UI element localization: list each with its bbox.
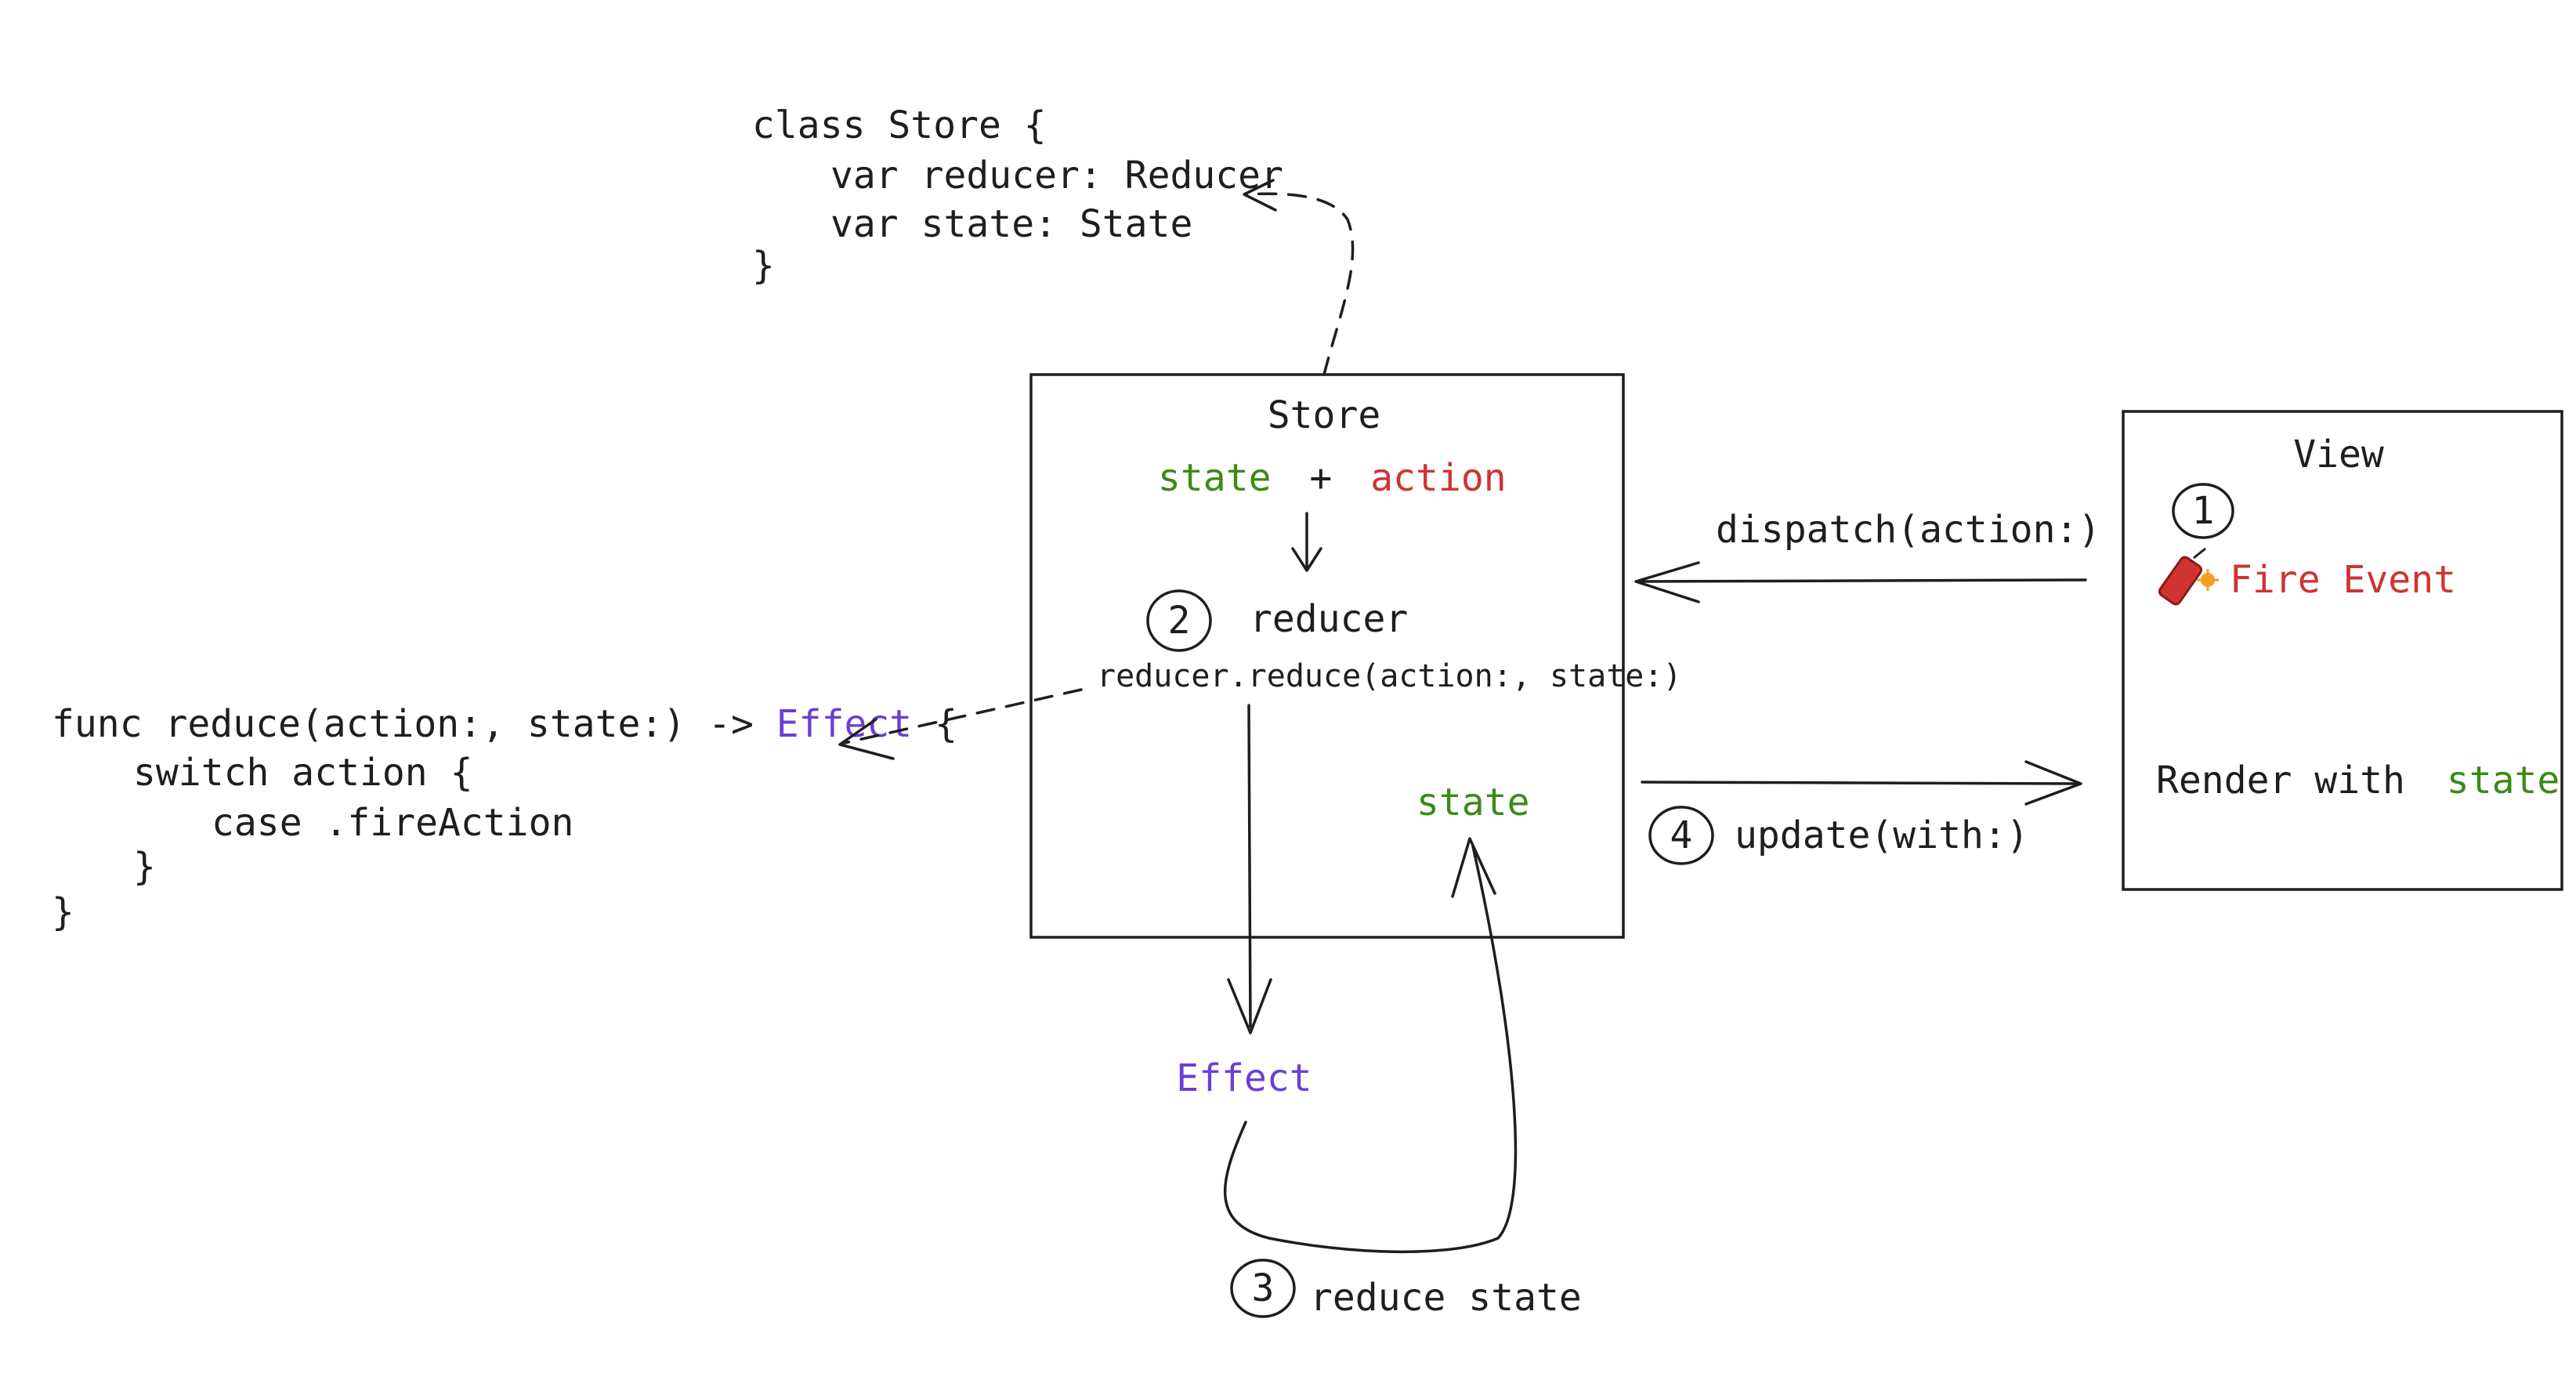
step-1-number: 1: [2192, 489, 2215, 533]
reduce-state-label: reduce state: [1310, 1276, 1582, 1320]
reduce-code-line-4: }: [133, 845, 156, 889]
fire-event-label: Fire Event: [2230, 558, 2456, 602]
reducer-label: reducer: [1250, 597, 1408, 641]
store-code-line-2: var reducer: Reducer: [830, 154, 1283, 197]
store-to-class-dashed-arrow: [1243, 179, 1355, 376]
step-2-number: 2: [1168, 599, 1191, 643]
step-1-circle: [2172, 483, 2234, 539]
store-title: Store: [1268, 393, 1381, 437]
store-code-line-1: class Store {: [752, 103, 1047, 147]
effect-label: Effect: [1176, 1056, 1312, 1100]
store-state-out: state: [1416, 781, 1530, 824]
firecracker-icon: [2158, 547, 2219, 606]
step-3-circle: [1230, 1259, 1296, 1318]
reduce-state-arrow: [1223, 837, 1518, 1254]
dispatch-label: dispatch(action:): [1716, 508, 2100, 552]
step-4-number: 4: [1670, 813, 1693, 857]
store-plus: +: [1309, 456, 1332, 500]
svg-text:state + action: state + action: [1158, 456, 1507, 500]
reducer-to-function-dashed-arrow: [838, 688, 1083, 760]
store-state-word: state: [1158, 456, 1272, 500]
store-code-line-3: var state: State: [830, 202, 1192, 246]
reducer-to-effect-arrow: [1227, 704, 1272, 1034]
reduce-function-code: func reduce(action:, state:) -> Effect {…: [52, 702, 957, 934]
render-state-word: state: [2447, 759, 2560, 802]
reduce-code-line-1-brace: {: [935, 702, 957, 746]
reduce-call: reducer.reduce(action:, state:): [1097, 658, 1682, 694]
store-action-word: action: [1370, 456, 1506, 500]
svg-text:Render with state: Render with state: [2156, 759, 2560, 802]
store-code-line-4: }: [752, 244, 775, 288]
step-3-number: 3: [1252, 1266, 1275, 1310]
reduce-code-line-5: }: [52, 890, 74, 934]
reduce-code-line-1-effect: Effect: [776, 702, 912, 746]
store-class-code: class Store { var reducer: Reducer var s…: [752, 103, 1283, 288]
dispatch-arrow: dispatch(action:): [1634, 508, 2100, 603]
view-box: View 1 Fire Event Render with state: [2122, 410, 2563, 891]
reduce-code-line-3: case .fireAction: [212, 801, 573, 845]
render-with-label: Render with: [2156, 759, 2405, 802]
reduce-code-line-1-prefix: func reduce(action:, state:) ->: [52, 702, 754, 746]
svg-text:func reduce(action:, state:) -: func reduce(action:, state:) -> Effect {: [52, 702, 957, 746]
update-arrow: 4 update(with:): [1641, 760, 2082, 865]
step-4-circle: [1648, 806, 1714, 865]
step-2-circle: [1146, 589, 1212, 652]
reduce-code-line-2: switch action {: [133, 751, 472, 795]
update-label: update(with:): [1735, 813, 2029, 857]
store-box: Store state + action 2 reducer reducer.r…: [1029, 373, 1682, 939]
view-title: View: [2293, 433, 2384, 476]
